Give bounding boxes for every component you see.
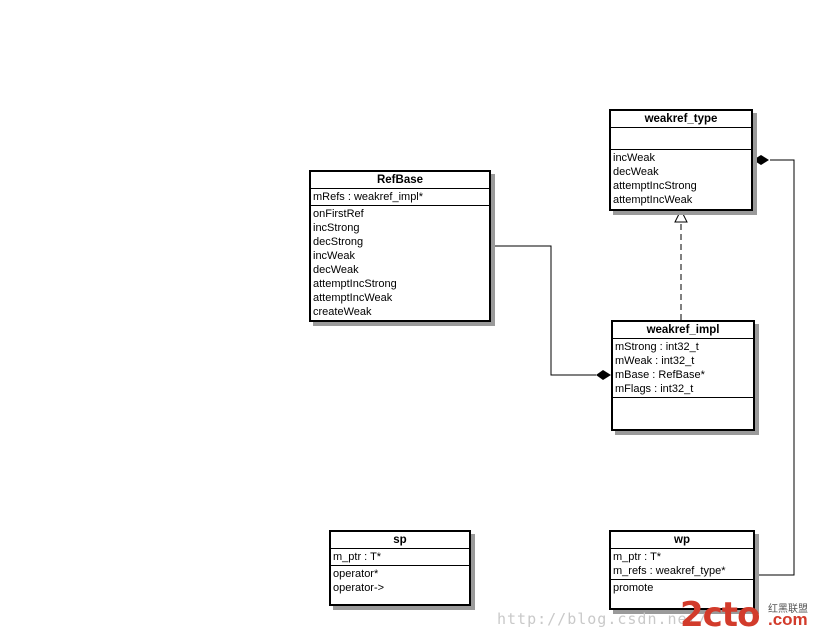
attribute-row: mStrong : int32_t [615,341,699,353]
attributes-section: m_ptr : T* m_refs : weakref_type* [611,549,753,580]
class-title: RefBase [311,172,489,189]
operation-row: onFirstRef [313,208,364,220]
sp-class[interactable]: sp m_ptr : T* operator* operator-> [329,530,471,606]
watermark-url: http://blog.csdn.net/ [497,610,708,628]
refbase-impl-composition-line [490,245,596,376]
composition-diamond [596,370,611,380]
operations-section: promote [611,580,753,596]
operation-row: attemptIncWeak [313,292,393,304]
attribute-row: m_ptr : T* [333,551,382,563]
attributes-section [611,128,751,150]
operations-section [613,398,753,428]
operations-section: onFirstRef incStrong decStrong incWeak decWe… [311,206,489,320]
attributes-section: m_ptr : T* [331,549,469,566]
attribute-row: m_refs : weakref_type* [613,565,726,577]
attribute-row: m_ptr : T* [613,551,662,563]
operation-row: operator-> [333,582,385,594]
attribute-row: mRefs : weakref_impl* [313,191,424,203]
attribute-row: mWeak : int32_t [615,355,695,367]
operation-row: incWeak [613,152,655,164]
weakref-impl-class[interactable]: weakref_impl mStrong : int32_t mWeak : in… [611,320,755,431]
wp-class[interactable]: wp m_ptr : T* m_refs : weakref_type* prom… [609,530,755,610]
attribute-row: mFlags : int32_t [615,383,694,395]
realization-arrowhead [674,208,688,223]
site-logo-com: .com [768,610,808,629]
operation-row: decStrong [313,236,364,248]
operation-row: attemptIncStrong [613,180,697,192]
operation-row: decWeak [313,264,359,276]
site-logo-cn: 红黑联盟 [768,604,808,615]
class-title: sp [331,532,469,549]
refbase-class[interactable]: RefBase mRefs : weakref_impl* onFirstRef… [309,170,491,322]
operation-row: incWeak [313,250,355,262]
operation-row: incStrong [313,222,360,234]
operation-row: operator* [333,568,379,580]
attributes-section: mStrong : int32_t mWeak : int32_t mBase : … [613,339,753,398]
attributes-section: mRefs : weakref_impl* [311,189,489,206]
site-logo: 2cto [680,595,760,635]
operations-section: incWeak decWeak attemptIncStrong attemptInc… [611,150,751,208]
weakref-type-class[interactable]: weakref_type incWeak decWeak attemptIncStr… [609,109,753,211]
composition-diamond [753,155,769,165]
class-title: weakref_impl [613,322,753,339]
operation-row: createWeak [313,306,372,318]
operation-row: attemptIncStrong [313,278,397,290]
operation-row: attemptIncWeak [613,194,693,206]
operation-row: decWeak [613,166,659,178]
operations-section: operator* operator-> [331,566,469,596]
wp-type-composition-line [755,159,795,576]
attribute-row: mBase : RefBase* [615,369,705,381]
class-title: weakref_type [611,111,751,128]
class-title: wp [611,532,753,549]
operation-row: promote [613,582,654,594]
